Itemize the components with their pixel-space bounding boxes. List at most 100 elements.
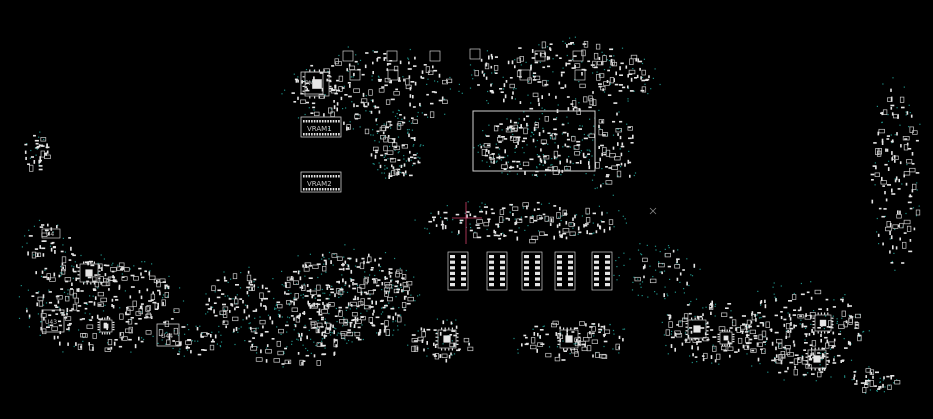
- stack-pad: [605, 283, 610, 287]
- pad: [727, 340, 730, 345]
- via: [477, 145, 479, 147]
- qfn-pin: [717, 336, 720, 338]
- stack-pad: [489, 277, 494, 281]
- pad: [897, 210, 899, 215]
- qfn-pin: [329, 81, 332, 83]
- pad: [439, 331, 442, 336]
- via: [550, 138, 552, 140]
- qfn-pin: [83, 261, 85, 264]
- component-outline: [716, 353, 721, 360]
- pad: [607, 69, 610, 72]
- u44-chip[interactable]: U44: [156, 323, 180, 347]
- via: [274, 307, 276, 309]
- via: [446, 205, 448, 207]
- pad: [802, 373, 807, 376]
- pad: [333, 100, 335, 103]
- via: [502, 76, 504, 78]
- via: [364, 307, 366, 309]
- u4-chip[interactable]: U4: [41, 228, 61, 239]
- via: [822, 366, 824, 368]
- via: [850, 343, 852, 345]
- pad: [897, 114, 899, 119]
- pad: [321, 316, 324, 319]
- pad: [77, 305, 82, 307]
- qfn-outline: [807, 349, 827, 369]
- pad: [260, 333, 264, 335]
- pad: [490, 65, 493, 69]
- component-outline: [338, 75, 344, 82]
- component-outline: [40, 137, 47, 142]
- via: [892, 77, 894, 79]
- pad: [81, 318, 85, 320]
- vram1-chip[interactable]: VRAM1: [300, 116, 342, 138]
- pad: [697, 341, 702, 343]
- component-outline: [658, 262, 665, 268]
- via: [868, 330, 870, 332]
- via: [839, 330, 841, 333]
- qfn-pin: [573, 348, 575, 351]
- pad: [111, 298, 114, 302]
- component-outline: [609, 153, 616, 158]
- vram-pin: [335, 133, 337, 136]
- pad: [881, 111, 883, 116]
- pad: [157, 306, 159, 310]
- vram-pin: [321, 188, 324, 191]
- pad: [874, 385, 877, 387]
- pad: [106, 316, 109, 319]
- pad: [323, 334, 326, 339]
- via: [553, 167, 555, 169]
- component-outline: [498, 216, 504, 223]
- via: [801, 355, 803, 357]
- pad: [878, 207, 882, 210]
- via: [688, 284, 690, 287]
- via: [235, 302, 237, 305]
- component-outline: [509, 136, 517, 141]
- component-outline: [69, 289, 74, 296]
- via: [97, 262, 99, 264]
- pad: [793, 343, 796, 347]
- pad: [572, 217, 574, 221]
- pad: [483, 206, 488, 208]
- component-outline: [340, 333, 346, 340]
- vram-pin: [335, 188, 337, 191]
- pad: [491, 91, 495, 94]
- pad: [826, 339, 829, 343]
- pad: [254, 332, 258, 334]
- pad: [62, 266, 64, 270]
- via: [73, 266, 75, 268]
- component-outline: [541, 41, 547, 49]
- stack-outline: [486, 251, 508, 291]
- component-outline: [571, 135, 576, 142]
- qfn-pin: [824, 331, 826, 334]
- pad: [905, 182, 908, 186]
- pad: [498, 141, 502, 143]
- u43-chip[interactable]: U43: [41, 309, 65, 333]
- via: [392, 321, 394, 323]
- pad: [764, 299, 766, 303]
- via: [883, 391, 885, 393]
- pad: [317, 299, 321, 301]
- gpu-outline[interactable]: [472, 110, 596, 172]
- pad: [751, 349, 755, 352]
- component-outline: [903, 171, 911, 176]
- pad: [621, 142, 624, 146]
- pad: [140, 295, 143, 300]
- pad: [636, 74, 639, 78]
- pad: [313, 354, 316, 358]
- pad: [871, 179, 874, 181]
- pad: [398, 77, 401, 81]
- vram2-chip[interactable]: VRAM2: [300, 171, 342, 193]
- stack-pad: [450, 271, 455, 275]
- component-outline: [641, 69, 646, 76]
- stack-outline: [447, 251, 469, 291]
- via: [149, 270, 151, 272]
- via: [633, 90, 635, 92]
- pad: [384, 159, 387, 161]
- via: [359, 126, 361, 128]
- pad: [533, 219, 538, 222]
- pad: [509, 125, 513, 127]
- pad: [576, 140, 581, 143]
- pad: [48, 291, 52, 293]
- via: [219, 345, 221, 347]
